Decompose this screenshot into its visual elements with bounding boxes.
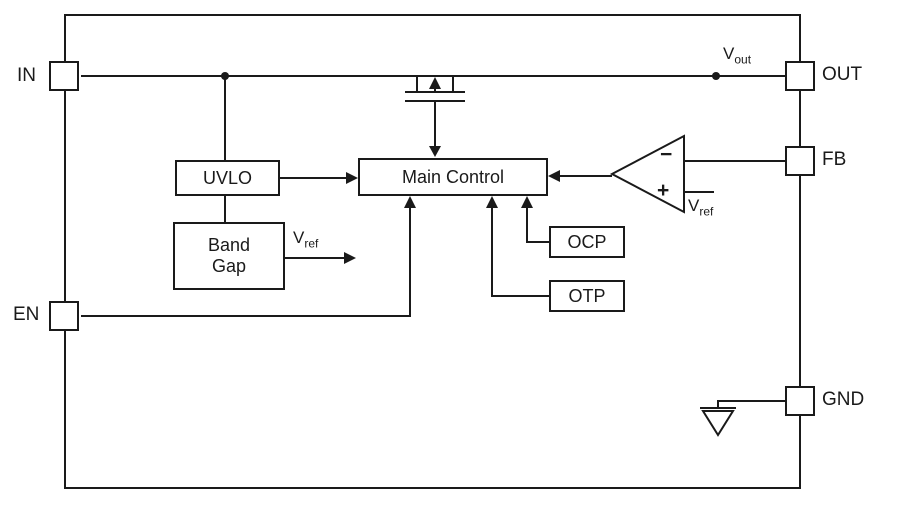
- pin-gnd: [785, 386, 815, 416]
- vref-bandgap-label: Vref: [292, 228, 320, 251]
- pmos-pass-transistor-icon: [405, 76, 465, 147]
- pin-en: [49, 301, 79, 331]
- outer-border: [64, 14, 801, 489]
- pin-out: [785, 61, 815, 91]
- otp-label: OTP: [568, 285, 606, 306]
- amp-minus-label: −: [660, 143, 673, 166]
- vref-amplifier-label: Vref: [688, 196, 714, 219]
- pin-label-in: IN: [17, 65, 36, 86]
- ocp-block: OCP: [549, 226, 625, 258]
- pin-label-en: EN: [13, 304, 40, 325]
- bandgap-label: Band Gap: [207, 235, 251, 276]
- error-amplifier-icon: [609, 134, 685, 214]
- junction-dot: [221, 72, 229, 80]
- arrowhead: [429, 146, 441, 157]
- pin-label-fb: FB: [822, 149, 847, 170]
- wire-gnd: [717, 400, 785, 408]
- pin-label-out: OUT: [822, 64, 863, 85]
- pin-label-gnd: GND: [822, 389, 865, 410]
- amp-plus-label: +: [657, 179, 670, 202]
- main-control-block: Main Control: [358, 158, 548, 196]
- arrowhead: [404, 196, 416, 208]
- arrowhead: [429, 77, 441, 89]
- pin-in: [49, 61, 79, 91]
- junction-dot: [712, 72, 720, 80]
- arrowhead: [346, 172, 358, 184]
- wire-ocp-to-maincontrol: [526, 206, 549, 243]
- vout-label: Vout: [722, 44, 753, 67]
- uvlo-label: UVLO: [202, 167, 253, 188]
- main-control-label: Main Control: [401, 166, 505, 187]
- arrowhead: [548, 170, 560, 182]
- pin-fb: [785, 146, 815, 176]
- arrowhead: [486, 196, 498, 208]
- ground-icon: [700, 407, 736, 437]
- uvlo-block: UVLO: [175, 160, 280, 196]
- wire-otp-to-maincontrol: [491, 206, 549, 297]
- ocp-label: OCP: [567, 231, 607, 252]
- arrowhead: [344, 252, 356, 264]
- bandgap-block: Band Gap: [173, 222, 285, 290]
- arrowhead: [521, 196, 533, 208]
- otp-block: OTP: [549, 280, 625, 312]
- wire-en-to-maincontrol: [81, 206, 411, 317]
